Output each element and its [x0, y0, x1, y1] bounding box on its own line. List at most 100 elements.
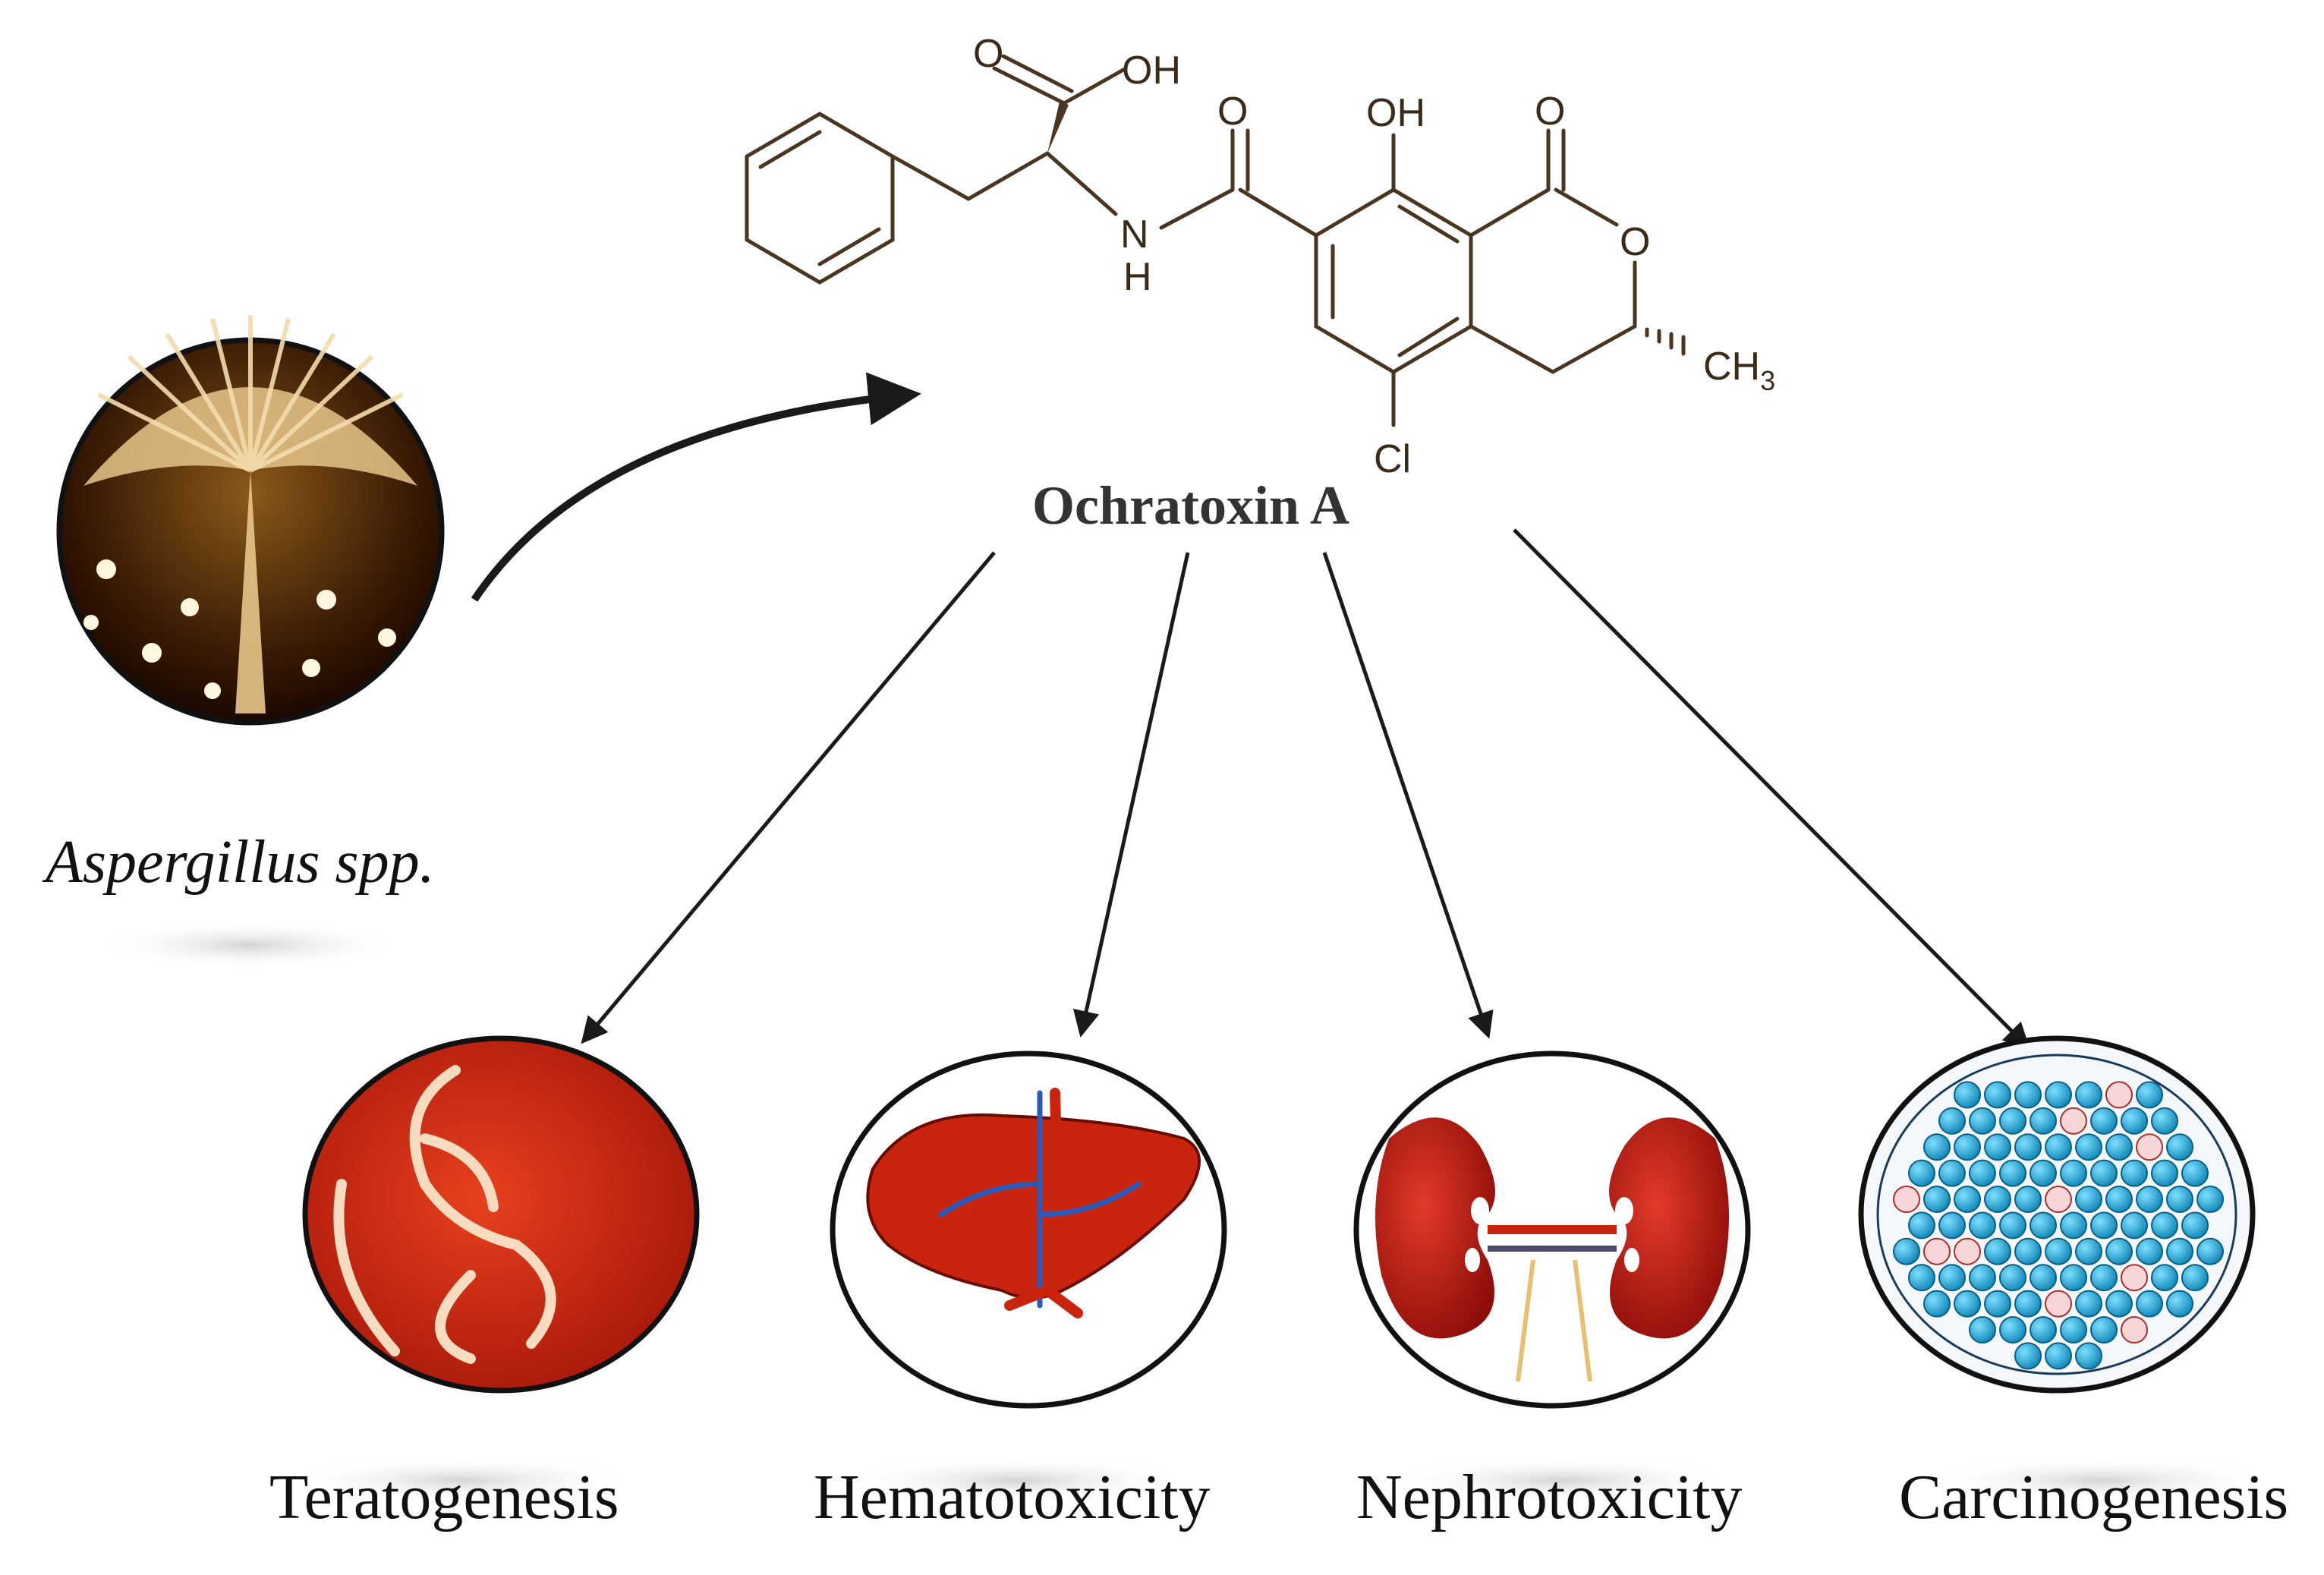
cell	[1908, 1264, 1935, 1292]
cell	[1923, 1186, 1951, 1213]
abnormal-cell	[2045, 1290, 2072, 1318]
amide-oxygen: O	[1217, 90, 1248, 134]
cell	[1923, 1133, 1951, 1161]
cell	[2090, 1316, 2118, 1343]
cell	[1954, 1133, 1981, 1161]
cell	[1984, 1290, 2011, 1318]
cell	[2105, 1186, 2133, 1213]
cell	[1969, 1316, 1996, 1343]
wedge-bond	[1047, 102, 1069, 153]
cell	[2151, 1264, 2178, 1292]
cell	[2030, 1211, 2057, 1240]
cell	[1908, 1211, 1935, 1240]
cell	[2090, 1264, 2118, 1292]
arrow-to-carcinogenesis	[1513, 528, 2030, 1050]
cell	[2090, 1211, 2118, 1240]
cell	[2121, 1159, 2148, 1187]
cell	[2166, 1133, 2193, 1161]
cell	[2166, 1237, 2193, 1265]
effect-label-hematotoxicity: Hematotoxicity	[814, 1462, 1211, 1532]
cell	[1923, 1290, 1951, 1318]
cell	[2014, 1081, 2042, 1109]
fetus-icon	[333, 1065, 556, 1364]
cell	[1893, 1237, 1920, 1265]
cell	[2075, 1186, 2102, 1213]
arrow-to-hematotoxicity	[1072, 552, 1190, 1038]
abnormal-cell	[2045, 1186, 2072, 1213]
cell	[2075, 1133, 2102, 1161]
ring-oxygen: O	[1620, 220, 1650, 264]
cell	[1938, 1211, 1966, 1240]
cell	[2136, 1237, 2163, 1265]
cell	[2105, 1290, 2133, 1318]
effect-label-teratogenesis: Teratogenesis	[269, 1462, 619, 1532]
cell	[2014, 1133, 2042, 1161]
cell	[2136, 1186, 2163, 1213]
cell	[1999, 1316, 2026, 1343]
source-shadow	[99, 921, 402, 969]
amide-hydrogen: H	[1123, 255, 1152, 299]
cell	[2151, 1211, 2178, 1240]
cell	[1999, 1107, 2026, 1135]
cell	[1954, 1290, 1981, 1318]
cell	[2105, 1133, 2133, 1161]
cell	[2060, 1159, 2087, 1187]
phenol-hydroxyl: OH	[1366, 91, 1425, 135]
cell	[1969, 1107, 1996, 1135]
cell	[2181, 1211, 2209, 1240]
abnormal-cell	[2121, 1264, 2148, 1292]
cell	[2014, 1342, 2042, 1370]
chlorine-atom: Cl	[1374, 437, 1411, 481]
cell	[2045, 1342, 2072, 1370]
cell	[2105, 1237, 2133, 1265]
cell	[2060, 1316, 2087, 1343]
methyl-group: CH3	[1703, 345, 1775, 396]
cell	[2121, 1107, 2148, 1135]
aromatic-ring	[1314, 187, 1473, 374]
cell	[1954, 1186, 1981, 1213]
teratogenesis-image	[302, 1035, 700, 1394]
cell	[2030, 1264, 2057, 1292]
teratogenesis-shadow	[288, 1457, 638, 1503]
cell	[1984, 1237, 2011, 1265]
cell	[2075, 1237, 2102, 1265]
cell	[1999, 1159, 2026, 1187]
hematotoxicity-image	[830, 1051, 1227, 1409]
source-to-compound-arrow	[471, 372, 921, 602]
source-label: Aspergillus spp.	[42, 829, 435, 896]
lactone-carbonyl-oxygen: O	[1535, 90, 1565, 134]
cell	[2166, 1186, 2193, 1213]
arrow-to-teratogenesis	[581, 551, 996, 1044]
cell	[1999, 1264, 2026, 1292]
cell	[2060, 1264, 2087, 1292]
cell	[1938, 1107, 1966, 1135]
effect-label-carcinogenesis: Carcinogenesis	[1899, 1462, 2288, 1532]
abnormal-cell	[1954, 1237, 1981, 1265]
cell	[1969, 1211, 1996, 1240]
hematotoxicity-shadow	[842, 1457, 1192, 1503]
cell	[2045, 1237, 2072, 1265]
compound-name: Ochratoxin A	[1032, 475, 1349, 536]
cell	[2014, 1290, 2042, 1318]
cell	[1969, 1264, 1996, 1292]
cell	[2090, 1159, 2118, 1187]
nephrotoxicity-shadow	[1389, 1457, 1738, 1503]
benzene-ring	[745, 112, 895, 285]
kidneys-icon	[1375, 1117, 1729, 1382]
effect-label-nephrotoxicity: Nephrotoxicity	[1356, 1462, 1743, 1532]
cell	[2030, 1316, 2057, 1343]
ochratoxin-structure: O OH N H O OH Cl O O	[745, 32, 1775, 481]
cell	[2151, 1107, 2178, 1135]
arrow-to-nephrotoxicity	[1322, 552, 1494, 1039]
acid-hydroxyl: OH	[1122, 49, 1181, 93]
nephrotoxicity-image	[1353, 1051, 1751, 1409]
cell	[2045, 1133, 2072, 1161]
cell	[2196, 1237, 2224, 1265]
abnormal-cell	[2105, 1081, 2133, 1109]
cell	[2030, 1159, 2057, 1187]
cell	[1908, 1159, 1935, 1187]
cell	[2075, 1290, 2102, 1318]
abnormal-cell	[2060, 1107, 2087, 1135]
